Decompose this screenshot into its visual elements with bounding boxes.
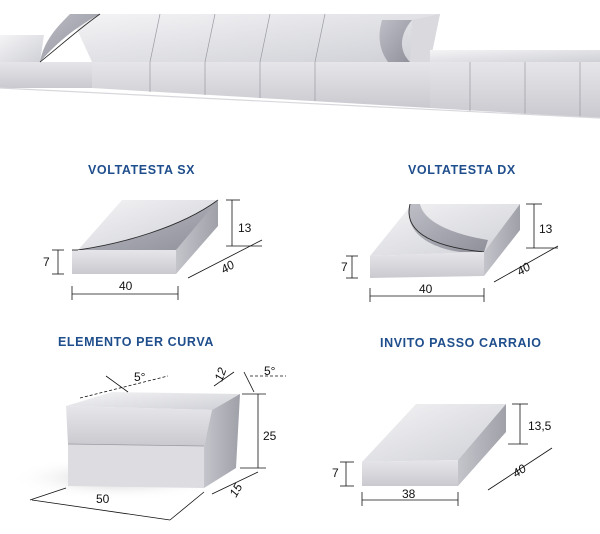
block-title: VOLTATESTA DX	[408, 163, 516, 177]
dim-depth: 40	[514, 259, 533, 278]
dim-width: 40	[419, 282, 433, 296]
dim-height: 25	[263, 429, 277, 443]
dim-width: 50	[96, 492, 110, 506]
dim-width: 40	[119, 279, 133, 293]
dim-height-high: 13	[238, 221, 252, 235]
dim-width: 38	[402, 487, 416, 501]
elemento-curva-drawing	[10, 392, 240, 500]
dim-depth: 40	[510, 461, 529, 480]
dim-height-high: 13	[539, 222, 553, 236]
dim-height-high: 13,5	[528, 419, 552, 433]
invito-passo-carraio-drawing	[362, 404, 506, 486]
dim-top: 12	[212, 365, 230, 383]
block-title: ELEMENTO PER CURVA	[58, 335, 214, 349]
elemento-curva-dimensions: 5° 5° 12 25 50 15	[29, 364, 286, 521]
dim-depth: 15	[226, 481, 245, 500]
dim-depth: 40	[218, 257, 237, 276]
voltatesta-dx-drawing	[370, 203, 520, 278]
voltatesta-sx-drawing	[72, 199, 219, 274]
dim-height-low: 7	[341, 260, 348, 274]
block-title: INVITO PASSO CARRAIO	[380, 336, 542, 350]
dim-angle-right: 5°	[264, 364, 276, 378]
kerb-strip-illustration	[0, 13, 600, 119]
block-title: VOLTATESTA SX	[88, 163, 195, 177]
invito-passo-carraio-dimensions: 13,5 7 38 40	[332, 403, 553, 506]
dim-height-low: 7	[43, 255, 50, 269]
dim-height-low: 7	[332, 466, 339, 480]
voltatesta-dx-dimensions: 13 7 40 40	[341, 203, 559, 302]
dim-angle-left: 5°	[134, 370, 146, 384]
